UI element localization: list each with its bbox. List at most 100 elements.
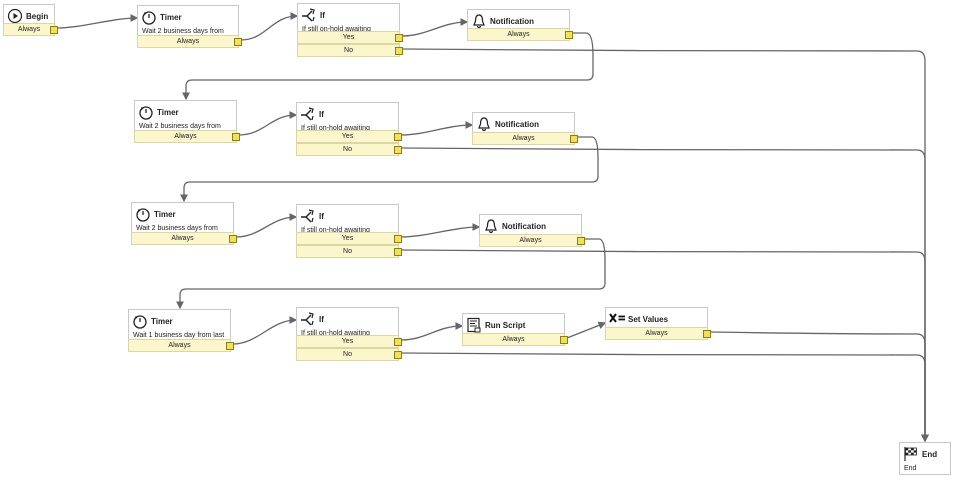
activity-header: Notification (476, 116, 572, 132)
timer-icon (138, 104, 154, 120)
timer-icon (141, 9, 157, 25)
activity-title: End (922, 449, 938, 459)
exit-condition-label: Always (645, 330, 668, 337)
exit-condition-label: Always (502, 336, 525, 343)
activity-header: End (903, 446, 948, 462)
exit-condition-label: No (343, 351, 352, 358)
connector-handle[interactable] (560, 336, 568, 344)
activity-title: If (319, 109, 324, 119)
activity-title: If (319, 211, 324, 221)
exit-condition-label: Always (507, 31, 530, 38)
connector-handle[interactable] (394, 133, 402, 141)
exit-condition-always[interactable]: Always (462, 333, 568, 346)
exit-condition-no[interactable]: No (297, 44, 403, 57)
activity-title: If (320, 10, 325, 20)
set-values-icon (609, 311, 625, 327)
exit-condition-label: Always (168, 342, 191, 349)
connector-handle[interactable] (394, 351, 402, 359)
connector-handle[interactable] (570, 135, 578, 143)
activity-header: If (300, 311, 396, 327)
connector-handle[interactable] (395, 34, 403, 42)
exit-condition-label: Always (17, 26, 41, 33)
exit-condition-no[interactable]: No (296, 143, 402, 156)
activity-title: Set Values (628, 314, 669, 324)
connector-timer3-if3 (235, 213, 298, 238)
timer-icon (132, 313, 148, 329)
connector-handle[interactable] (703, 330, 711, 338)
exit-condition-always[interactable]: Always (472, 132, 578, 145)
activity-notif3[interactable]: NotificationNotify callerAlways (479, 214, 585, 247)
exit-condition-always[interactable]: Always (131, 232, 237, 245)
connector-handle[interactable] (226, 342, 234, 350)
activity-header: Run Script (466, 317, 562, 333)
exit-condition-always[interactable]: Always (128, 339, 234, 352)
timer-icon (135, 206, 151, 222)
connector-handle[interactable] (395, 47, 403, 55)
exit-condition-always[interactable]: Always (605, 327, 711, 340)
activity-setvals1[interactable]: Set ValuesSet to ResolvedAlways (605, 307, 711, 340)
connector-handle[interactable] (50, 26, 58, 34)
bell-icon (483, 218, 499, 234)
activity-title: Begin (26, 11, 49, 21)
exit-condition-always[interactable]: Always (479, 234, 585, 247)
exit-condition-yes[interactable]: Yes (297, 31, 403, 44)
activity-header: Timer (135, 206, 231, 222)
activity-title: Notification (495, 119, 539, 129)
exit-condition-always[interactable]: Always (137, 35, 242, 48)
activity-notif2[interactable]: NotificationNotify callerAlways (472, 112, 578, 145)
exit-condition-label: Yes (341, 133, 354, 140)
connector-timer4-if4 (232, 316, 298, 345)
bell-icon (471, 13, 487, 29)
activity-notif1[interactable]: NotificationNotify callerAlways (467, 9, 573, 41)
connector-handle[interactable] (577, 237, 585, 245)
exit-condition-yes[interactable]: Yes (296, 232, 402, 245)
connector-handle[interactable] (394, 235, 402, 243)
activity-header: Begin (7, 8, 52, 24)
exit-condition-no[interactable]: No (296, 245, 402, 258)
activity-title: Timer (160, 12, 182, 22)
connector-handle[interactable] (229, 235, 237, 243)
connector-handle[interactable] (232, 133, 240, 141)
connector-handle[interactable] (565, 31, 573, 39)
exit-condition-yes[interactable]: Yes (296, 130, 402, 143)
activity-header: Timer (141, 9, 236, 25)
exit-condition-yes[interactable]: Yes (296, 335, 402, 348)
exit-condition-label: Always (174, 133, 197, 140)
connector-handle[interactable] (394, 338, 402, 346)
script-icon (466, 317, 482, 333)
connector-if2-no-end (400, 147, 929, 443)
activity-title: Timer (151, 316, 173, 326)
exit-condition-always[interactable]: Always (134, 130, 240, 143)
exit-condition-no[interactable]: No (296, 348, 402, 361)
connector-if1-notif1 (401, 18, 469, 37)
activity-script1[interactable]: Run ScriptSet the Close NotesAlways (462, 313, 568, 346)
exit-condition-label: No (343, 146, 352, 153)
connector-if4-no-end (400, 352, 929, 443)
connector-handle[interactable] (394, 248, 402, 256)
activity-title: Timer (154, 209, 176, 219)
exit-condition-always[interactable]: Always (467, 28, 573, 41)
connector-timer2-if2 (238, 111, 298, 136)
exit-condition-label: Always (176, 38, 200, 45)
exit-condition-always[interactable]: Always (3, 23, 58, 36)
connector-handle[interactable] (234, 38, 242, 46)
activity-title: If (319, 314, 324, 324)
activity-title: Run Script (485, 320, 526, 330)
connector-script1-setvals1 (566, 321, 607, 339)
activity-begin[interactable]: BeginBeginAlways (3, 4, 58, 36)
exit-condition-label: No (343, 248, 352, 255)
activity-description: End (904, 465, 917, 472)
connector-handle[interactable] (394, 146, 402, 154)
checkered-flag-icon (903, 446, 919, 462)
activity-header: Set Values (609, 311, 705, 327)
